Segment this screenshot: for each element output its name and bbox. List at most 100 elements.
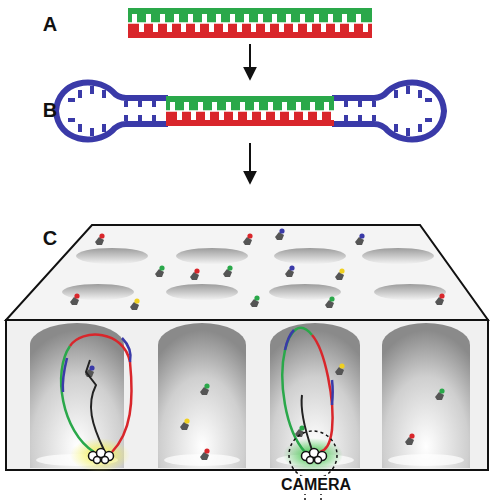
nucleotide bbox=[435, 293, 445, 305]
smrtbell-template bbox=[233, 111, 238, 120]
nucleotide bbox=[339, 363, 344, 368]
smrtbell-template bbox=[226, 102, 231, 111]
dna-duplex bbox=[128, 8, 372, 38]
dna-duplex bbox=[328, 14, 333, 23]
nucleotide bbox=[329, 296, 334, 301]
step-arrow bbox=[249, 44, 251, 78]
nucleotide bbox=[359, 233, 364, 238]
polymerase-complex bbox=[122, 338, 131, 362]
polymerase-complex bbox=[331, 380, 334, 405]
nucleotide bbox=[74, 293, 79, 298]
dna-duplex bbox=[293, 23, 298, 32]
smrtbell-template bbox=[170, 102, 175, 111]
polymerase-complex bbox=[61, 328, 343, 472]
smrtbell-template bbox=[166, 96, 334, 111]
polymerase-complex bbox=[302, 395, 312, 450]
polymerase-complex bbox=[285, 330, 294, 350]
dna-duplex bbox=[307, 23, 312, 32]
well-opening bbox=[76, 248, 148, 264]
dna-duplex bbox=[356, 14, 361, 23]
nucleotide bbox=[134, 298, 139, 303]
nucleotide bbox=[204, 383, 209, 388]
polymerase-complex bbox=[86, 360, 104, 450]
nucleotide bbox=[184, 418, 189, 423]
smrtbell-template bbox=[282, 102, 287, 111]
smrtbell-template bbox=[191, 111, 196, 120]
nucleotide bbox=[439, 388, 444, 393]
well-chamber bbox=[382, 323, 470, 468]
smrtbell-template bbox=[275, 111, 280, 120]
polymerase-complex bbox=[282, 328, 312, 452]
dna-duplex bbox=[216, 14, 221, 23]
nucleotide bbox=[289, 265, 294, 270]
smrtbell-template bbox=[184, 102, 189, 111]
nucleotide bbox=[200, 448, 210, 460]
dna-duplex bbox=[349, 23, 354, 32]
dna-duplex bbox=[258, 14, 263, 23]
nucleotide bbox=[250, 295, 260, 307]
well-opening bbox=[166, 284, 238, 300]
dna-duplex bbox=[128, 23, 372, 38]
smrtbell-template bbox=[56, 83, 444, 140]
well-opening bbox=[374, 284, 446, 300]
nucleotide bbox=[435, 388, 445, 400]
dna-duplex bbox=[181, 23, 186, 32]
nucleotide bbox=[335, 363, 345, 375]
smrtbell-template bbox=[310, 102, 315, 111]
dna-duplex bbox=[153, 23, 158, 32]
nucleotide bbox=[70, 228, 445, 460]
polymerase-complex bbox=[94, 457, 101, 464]
dna-duplex bbox=[202, 14, 207, 23]
smrtbell-template bbox=[268, 102, 273, 111]
smrtbell-template bbox=[177, 111, 182, 120]
nucleotide bbox=[180, 418, 190, 430]
nucleotide bbox=[155, 265, 165, 277]
nucleotide bbox=[355, 233, 365, 245]
dna-duplex bbox=[251, 23, 256, 32]
dna-duplex bbox=[132, 14, 137, 23]
camera-label: CAMERA bbox=[278, 476, 354, 494]
smrtbell-template bbox=[324, 102, 329, 111]
nucleotide bbox=[299, 425, 304, 430]
polymerase-complex bbox=[307, 457, 314, 464]
nucleotide bbox=[254, 295, 259, 300]
polymerase-complex bbox=[63, 358, 67, 392]
nucleotide bbox=[409, 433, 414, 438]
dna-duplex bbox=[272, 14, 277, 23]
dna-duplex bbox=[279, 23, 284, 32]
nucleotide bbox=[405, 433, 415, 445]
dna-duplex bbox=[237, 23, 242, 32]
smrtbell-template bbox=[56, 83, 168, 140]
smrtbell-template bbox=[254, 102, 259, 111]
smrtbell-template bbox=[289, 111, 294, 120]
step-arrow bbox=[249, 143, 251, 182]
nucleotide bbox=[204, 448, 209, 453]
zmw-chip bbox=[6, 225, 488, 320]
polymerase-complex bbox=[89, 449, 114, 464]
dna-duplex bbox=[342, 14, 347, 23]
nucleotide bbox=[190, 268, 200, 280]
nucleotide bbox=[89, 365, 94, 370]
nucleotide bbox=[325, 296, 335, 308]
well-chamber bbox=[388, 454, 464, 466]
smrtbell-template bbox=[332, 83, 444, 140]
panel-letter: C bbox=[43, 228, 57, 248]
dna-duplex bbox=[128, 8, 372, 23]
dna-duplex bbox=[363, 23, 368, 32]
nucleotide bbox=[247, 233, 252, 238]
well-opening bbox=[274, 248, 346, 264]
dna-duplex bbox=[174, 14, 179, 23]
dna-duplex bbox=[146, 14, 151, 23]
smrtbell-template bbox=[247, 111, 252, 120]
smrtbell-template bbox=[166, 111, 334, 126]
zmw-chip bbox=[6, 225, 488, 470]
nucleotide bbox=[95, 233, 105, 245]
smrtbell-template bbox=[317, 111, 322, 120]
polymerase-complex bbox=[312, 335, 333, 452]
nucleotide bbox=[200, 383, 210, 395]
nucleotide bbox=[227, 265, 232, 270]
smrtbell-template bbox=[261, 111, 266, 120]
well-opening bbox=[62, 248, 446, 300]
dna-duplex bbox=[335, 23, 340, 32]
nucleotide bbox=[439, 293, 444, 298]
